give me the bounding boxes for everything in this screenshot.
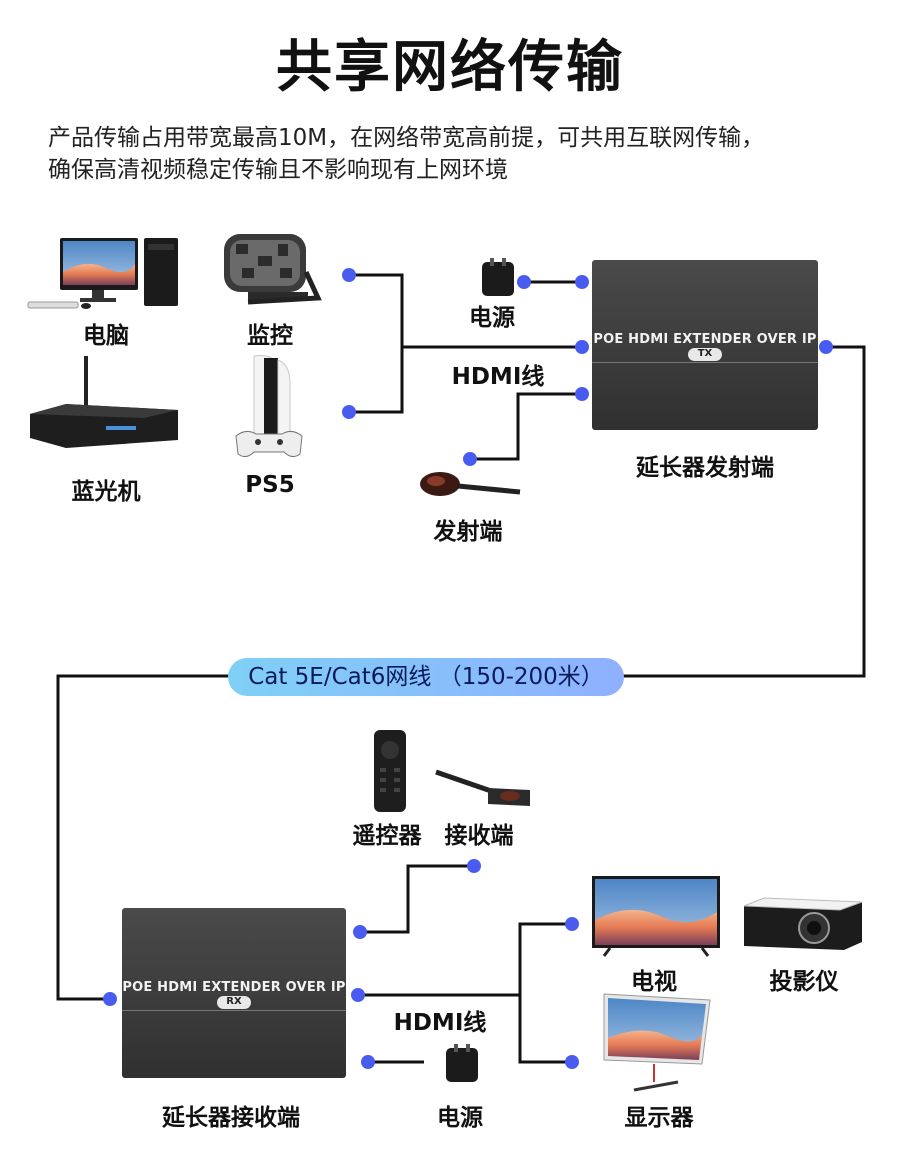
tx-hdmi-label: HDMI线 bbox=[451, 364, 545, 390]
power-adapter-icon bbox=[482, 258, 514, 296]
tv-label: 电视 bbox=[631, 969, 677, 995]
tx-device: POE HDMI EXTENDER OVER IP TX bbox=[592, 260, 818, 430]
tx-ir-label: 发射端 bbox=[433, 519, 503, 545]
monitor-label: 显示器 bbox=[624, 1105, 694, 1131]
rx-device: POE HDMI EXTENDER OVER IP RX bbox=[122, 908, 346, 1078]
rx-caption: 延长器接收端 bbox=[162, 1105, 300, 1131]
pc-label: 电脑 bbox=[83, 323, 129, 349]
bluray-icon bbox=[30, 356, 178, 448]
subtitle-line-2: 确保高清视频稳定传输且不影响现有上网环境 bbox=[48, 157, 508, 183]
camera-label: 监控 bbox=[247, 323, 293, 349]
power-adapter-icon bbox=[446, 1044, 478, 1082]
tx-power-label: 电源 bbox=[469, 305, 515, 331]
page-title: 共享网络传输 bbox=[276, 35, 624, 100]
tx-caption: 延长器发射端 bbox=[636, 455, 774, 481]
ir-receiver-icon bbox=[435, 769, 530, 806]
pc-icon bbox=[27, 238, 178, 309]
rx-hdmi-label: HDMI线 bbox=[393, 1010, 487, 1036]
projector-label: 投影仪 bbox=[769, 969, 839, 995]
remote-label: 遥控器 bbox=[352, 823, 422, 849]
network-cable-label: Cat 5E/Cat6网线 （150-200米） bbox=[228, 658, 624, 696]
rx-power-label: 电源 bbox=[437, 1105, 483, 1131]
projector-icon bbox=[743, 897, 863, 950]
rx-badge: RX bbox=[217, 996, 251, 1009]
monitor-icon bbox=[603, 993, 711, 1092]
tv-icon bbox=[592, 876, 720, 957]
bluray-label: 蓝光机 bbox=[71, 479, 141, 505]
ir-emitter-icon bbox=[420, 472, 521, 496]
camera-icon bbox=[224, 234, 322, 305]
ps5-icon bbox=[235, 355, 303, 458]
dot bbox=[342, 268, 356, 282]
rx-device-text: POE HDMI EXTENDER OVER IP bbox=[122, 980, 346, 995]
rx-ir-label: 接收端 bbox=[444, 823, 514, 849]
ps5-label: PS5 bbox=[245, 472, 295, 498]
remote-control-icon bbox=[374, 730, 406, 812]
tx-badge: TX bbox=[688, 348, 722, 361]
subtitle-line-1: 产品传输占用带宽最高10M，在网络带宽高前提，可共用互联网传输， bbox=[48, 125, 765, 151]
tx-device-text: POE HDMI EXTENDER OVER IP bbox=[593, 332, 817, 347]
